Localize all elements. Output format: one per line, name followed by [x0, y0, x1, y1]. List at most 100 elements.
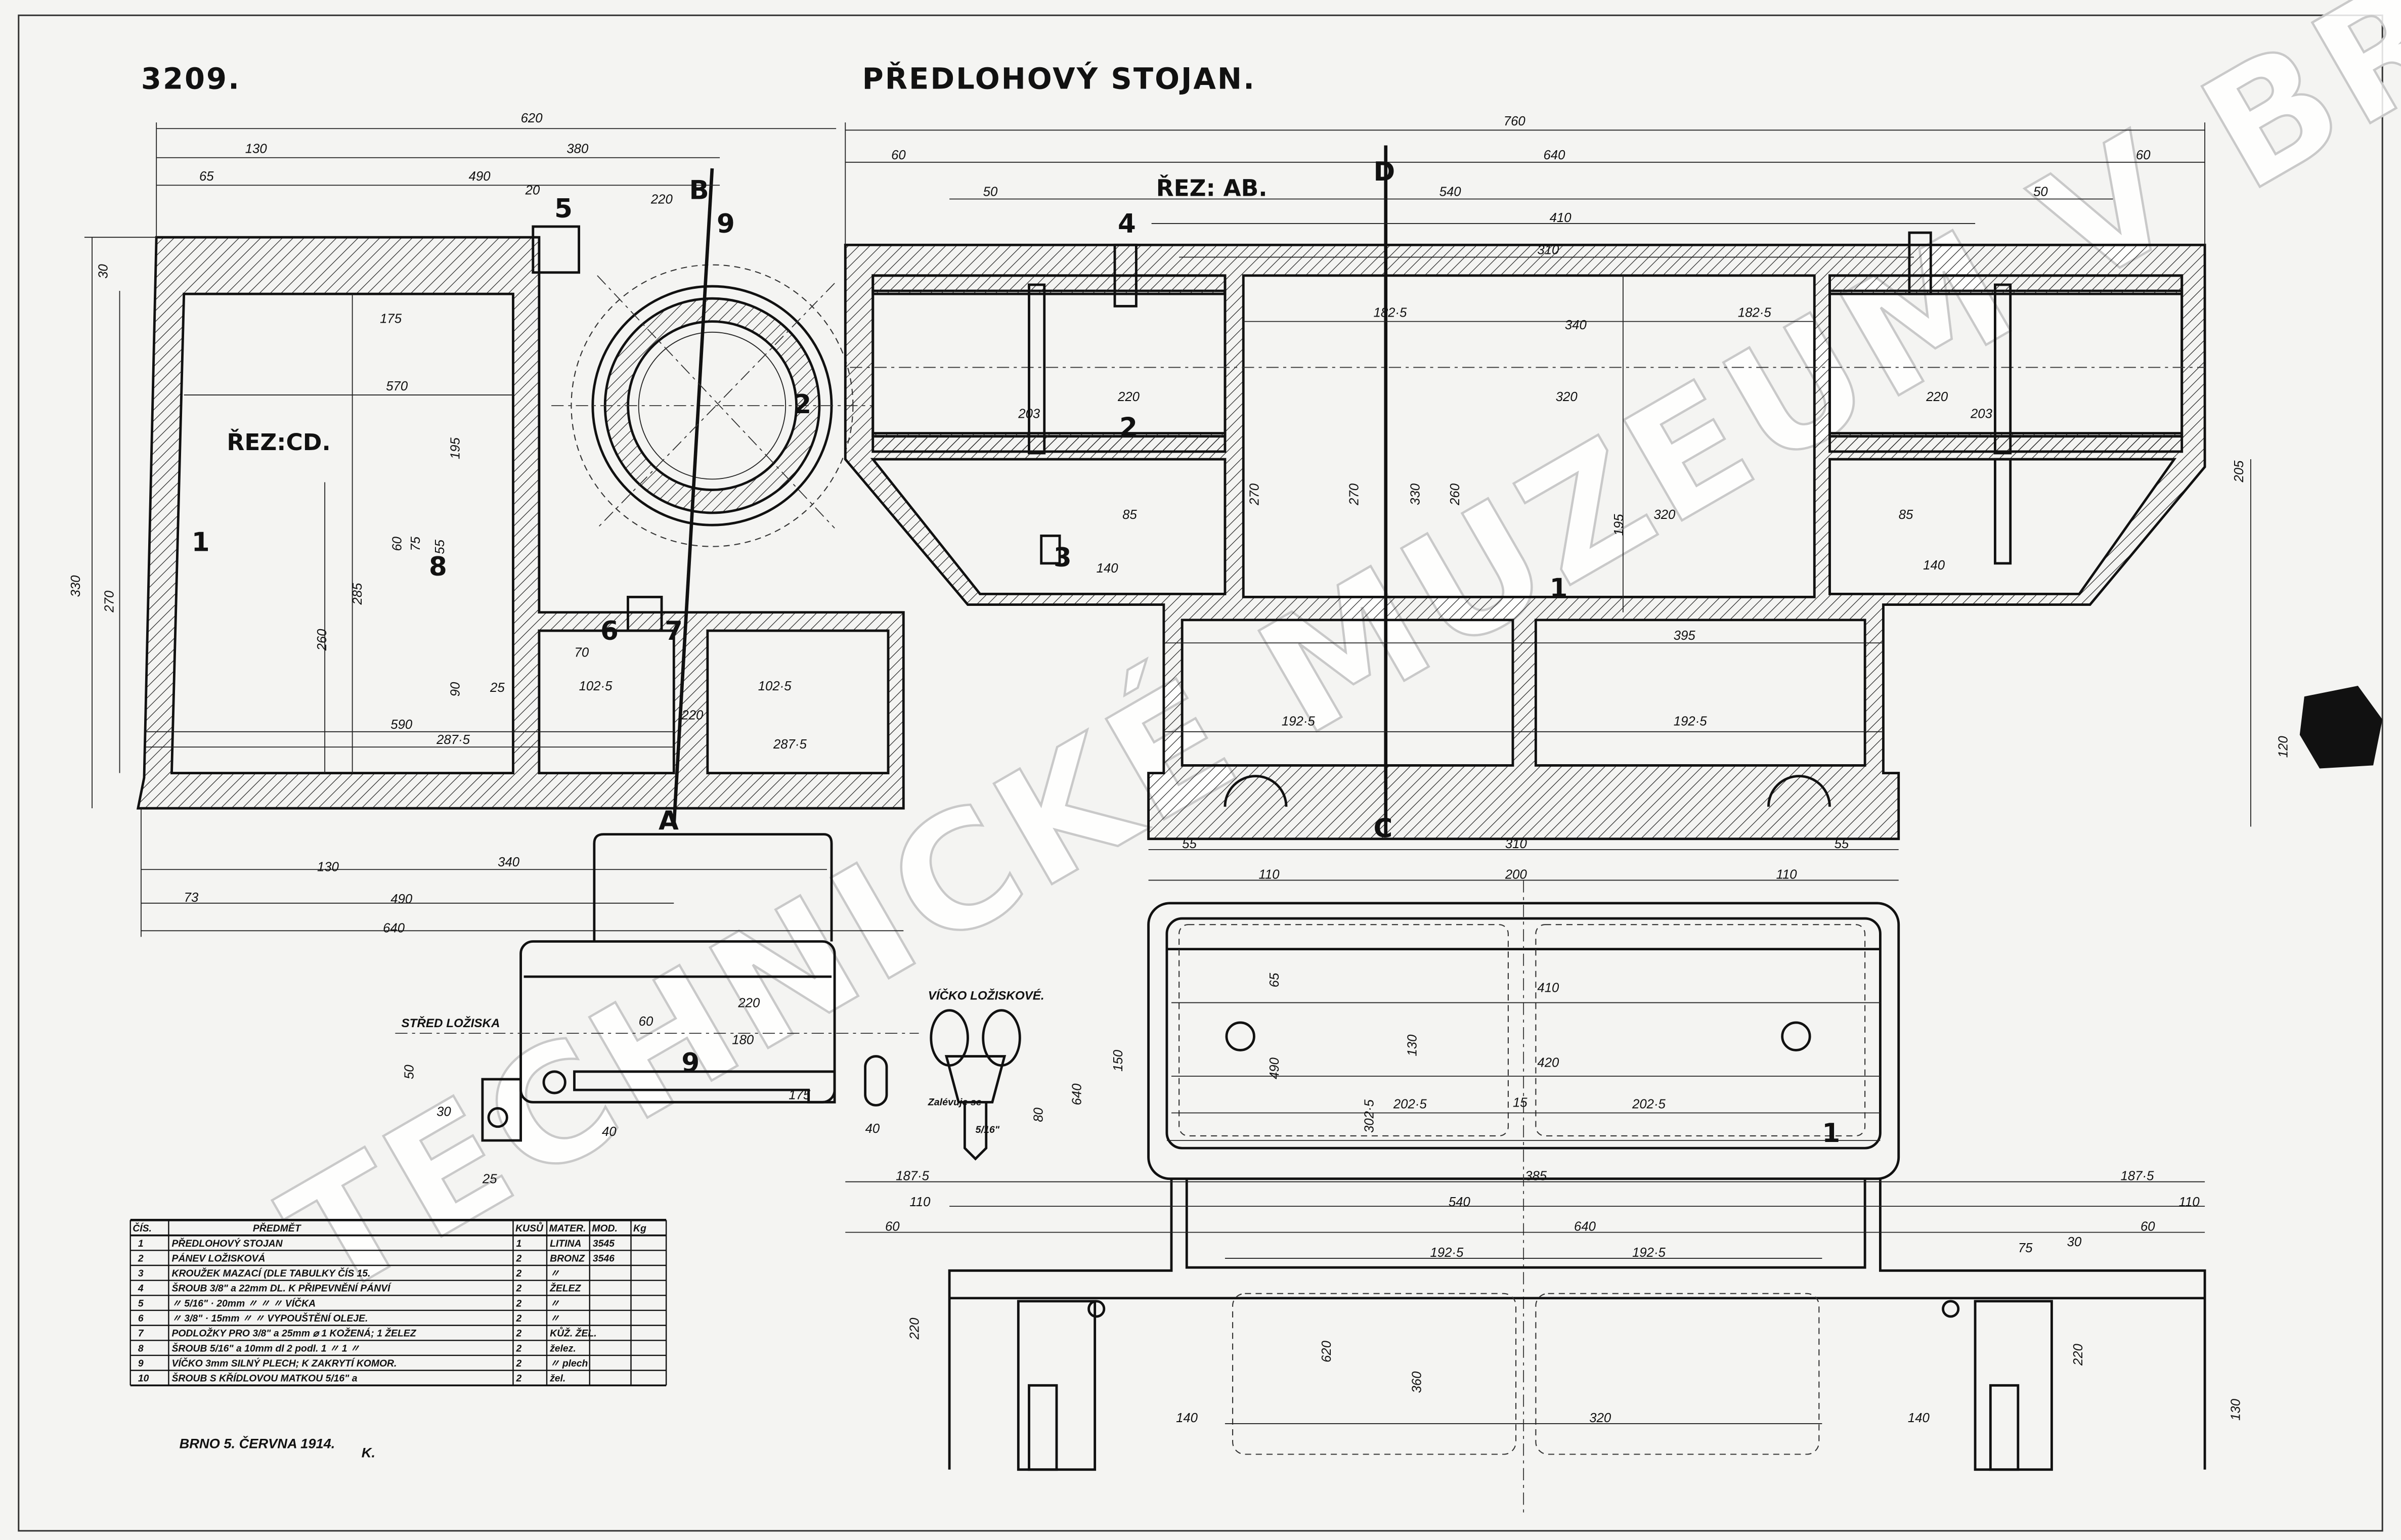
dimension-label: 60 [390, 536, 404, 551]
dimension-label: 130 [245, 142, 268, 156]
dimension-label: 130 [2229, 1398, 2243, 1421]
dimension-label: 220 [1926, 390, 1948, 404]
dimension-label: 55 [1835, 837, 1849, 851]
part-number-callout: 2 [793, 389, 811, 420]
dimension-label: 110 [909, 1195, 931, 1209]
dimension-label: 640 [1070, 1083, 1084, 1106]
dimension-label: 203 [1018, 407, 1040, 421]
table-cell: 2 [516, 1313, 522, 1324]
table-header: MATER. [549, 1223, 586, 1234]
table-cell: PODLOŽKY PRO 3/8" a 25mm ⌀ 1 KOŽENÁ; 1 Ž… [171, 1327, 416, 1339]
dimension-label: 287·5 [436, 733, 470, 747]
table-cell: PÁNEV LOŽISKOVÁ [171, 1252, 265, 1264]
dimension-lines-left [84, 122, 904, 937]
table-header: Kg [633, 1223, 646, 1234]
part-number-callout: 2 [1119, 413, 1138, 443]
dimension-label: 640 [1574, 1220, 1596, 1234]
dimension-label: 40 [602, 1125, 617, 1139]
drawing-number: 3209. [141, 62, 241, 96]
table-cell: KROUŽEK MAZACÍ (DLE TABULKY ČÍS 15. [171, 1267, 370, 1279]
dimension-label: 110 [1259, 867, 1280, 882]
front-view [845, 1178, 2206, 1471]
dimension-label: 175 [789, 1088, 811, 1102]
dimension-label: 540 [1449, 1195, 1471, 1209]
dimension-label: 30 [96, 264, 110, 279]
dimension-label: 187·5 [2121, 1169, 2154, 1183]
dimension-label: 192·5 [1430, 1246, 1464, 1260]
ink-smudge [2299, 686, 2383, 769]
part-number-callout: 1 [1550, 573, 1568, 603]
part-number-callout: 5 [554, 194, 573, 224]
bearing-center-note: STŘED LOŽISKA [401, 1016, 500, 1030]
section-mark-a: A [659, 806, 679, 837]
dimension-label: 385 [1525, 1169, 1547, 1183]
dimension-label: 330 [1408, 483, 1422, 505]
bearing-lid-view [395, 833, 1021, 1161]
table-cell: želez. [549, 1343, 576, 1354]
dimension-label: 65 [1268, 973, 1282, 987]
dimension-label: 640 [383, 921, 405, 935]
dimension-label: 320 [1556, 390, 1578, 404]
part-number-callout: 3 [1054, 543, 1072, 573]
table-header: PŘEDMĚT [253, 1222, 302, 1234]
dimension-label: 320 [1589, 1411, 1611, 1425]
bearing-shell [603, 297, 821, 514]
dimension-label: 620 [521, 111, 543, 125]
dimension-label: 340 [1565, 318, 1587, 332]
dimension-label: 260 [315, 629, 329, 651]
dimension-label: 120 [2277, 736, 2291, 758]
table-cell: 9 [138, 1358, 144, 1369]
table-cell: ŠROUB 5/16" a 10mm dl 2 podl. 1 〃 1 〃 [171, 1342, 360, 1354]
dimension-label: 302·5 [1363, 1099, 1377, 1132]
dimension-label: 40 [865, 1122, 880, 1136]
dimension-label: 25 [490, 681, 505, 695]
section-cd-view [84, 122, 905, 937]
dimension-label: 490 [390, 892, 413, 906]
section-cd-label: ŘEZ:CD. [227, 428, 330, 456]
dimension-lines-bottom [845, 1181, 2205, 1424]
table-cell: ŽELEZ [549, 1282, 581, 1294]
dimension-label: 540 [1439, 185, 1462, 199]
dimension-label: 360 [1410, 1371, 1424, 1393]
part-number-callout: 7 [665, 616, 683, 646]
table-cell: 7 [138, 1328, 144, 1339]
dimension-label: 192·5 [1674, 715, 1707, 729]
dimension-label: 320 [1653, 508, 1676, 522]
table-cell: 〃 3/8" · 15mm 〃 〃 VYPOUŠTĚNÍ OLEJE. [171, 1312, 368, 1324]
table-cell: ŠROUB S KŘÍDLOVOU MATKOU 5/16" a [171, 1372, 357, 1384]
dimension-label: 310 [1537, 243, 1559, 257]
dimension-label: 202·5 [1393, 1097, 1427, 1111]
dimension-label: 70 [575, 646, 589, 660]
dimension-label: 195 [449, 437, 463, 459]
dimension-label: 140 [1908, 1411, 1930, 1425]
dimension-label: 30 [2067, 1235, 2082, 1249]
table-cell: ŠROUB 3/8" a 22mm DL. K PŘIPEVNĚNÍ PÁNVÍ [171, 1282, 392, 1294]
dimension-label: 202·5 [1632, 1097, 1666, 1111]
table-cell: 〃 plech [550, 1358, 588, 1369]
dimension-label: 15 [1513, 1095, 1527, 1110]
table-cell: 1 [138, 1238, 144, 1249]
table-cell: 〃 [550, 1268, 559, 1279]
dimension-label: 130 [317, 860, 339, 874]
wing-nut-icon [930, 1009, 1021, 1161]
dimension-label: 220 [908, 1317, 922, 1340]
table-cell: 3545 [593, 1238, 615, 1249]
dimension-label: 310 [1505, 837, 1527, 851]
dimension-label: 60 [639, 1015, 653, 1029]
dimension-label: 102·5 [758, 679, 792, 693]
dimension-label: 50 [403, 1065, 417, 1079]
table-cell: 4 [138, 1283, 144, 1294]
dimension-label: 203 [1970, 407, 1993, 421]
dimension-label: 285 [351, 583, 365, 605]
table-cell: 5 [138, 1298, 144, 1309]
date-place: BRNO 5. ČERVNA 1914. [180, 1435, 335, 1451]
section-mark-c: C [1374, 814, 1393, 844]
part-number-callout: 9 [717, 209, 735, 239]
dimension-label: 60 [891, 148, 906, 162]
table-cell: KŮŽ. ŽEL. [550, 1326, 597, 1339]
table-cell: 1 [516, 1238, 522, 1249]
sheet-border [18, 14, 2383, 1532]
dimension-label: 80 [1032, 1107, 1046, 1122]
dimension-label: 60 [2136, 148, 2151, 162]
